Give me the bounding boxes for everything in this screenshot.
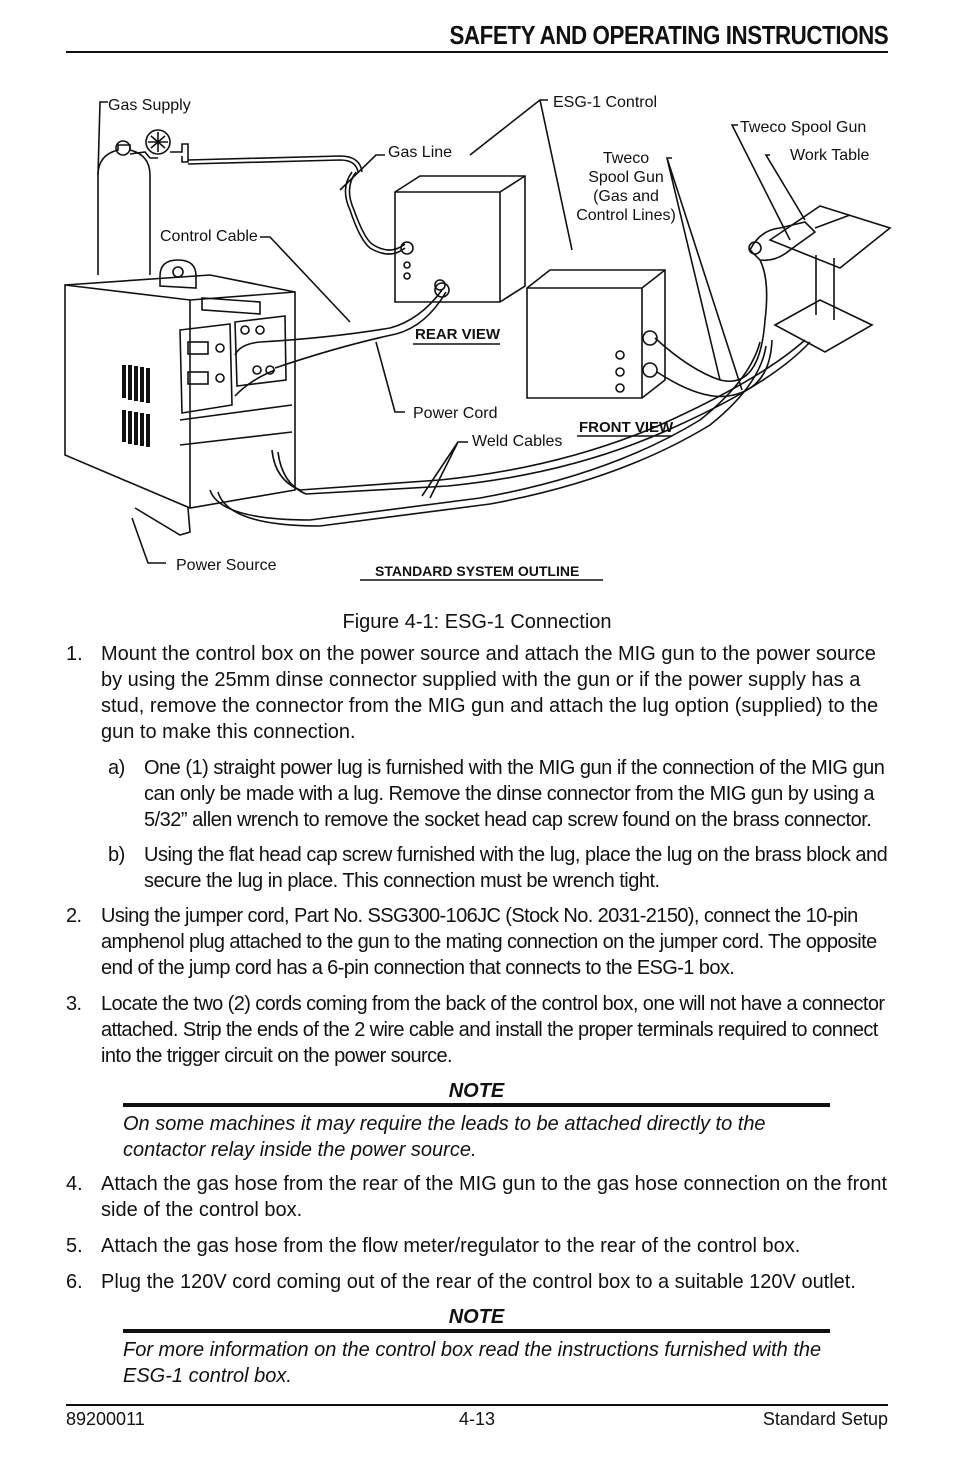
step-number: 4. [66,1173,83,1195]
label-front-view: FRONT VIEW [579,419,674,436]
label-work-table: Work Table [790,147,870,164]
instructions-body: 1. Mount the control box on the power so… [66,641,888,1397]
step-text: One (1) straight power lug is furnished … [144,757,885,831]
footer-rule [66,1404,888,1406]
work-table-drawing [748,205,892,353]
step-number: 2. [66,905,82,927]
label-tweco-lines-2: Spool Gun [588,169,664,186]
step-4: 4. Attach the gas hose from the rear of … [66,1171,888,1223]
step-text: Using the flat head cap screw furnished … [144,844,888,892]
label-gas-supply: Gas Supply [108,97,191,114]
label-rear-view: REAR VIEW [415,326,501,343]
label-control-cable: Control Cable [160,228,258,245]
step-text: Plug the 120V cord coming out of the rea… [101,1271,856,1293]
control-box-rear-drawing [394,175,526,303]
note-text: For more information on the control box … [123,1339,822,1387]
esg-connection-diagram: Gas Supply ESG-1 Control Tweco Spool Gun… [64,94,892,581]
footer-document-number: 89200011 [66,1409,145,1429]
note-text: On some machines it may require the lead… [123,1113,766,1161]
step-number: 6. [66,1271,83,1293]
header-rule [66,51,888,53]
footer-section-name: Standard Setup [762,1409,888,1429]
label-tweco-spool-gun: Tweco Spool Gun [740,119,866,136]
step-text: Using the jumper cord, Part No. SSG300-1… [101,905,877,979]
label-tweco-lines-1: Tweco [603,150,649,167]
step-text: Locate the two (2) cords coming from the… [101,993,885,1067]
step-text: Mount the control box on the power sourc… [101,643,879,743]
step-3: 3. Locate the two (2) cords coming from … [66,991,888,1069]
step-number: 3. [66,993,82,1015]
label-standard-system-outline: STANDARD SYSTEM OUTLINE [375,563,579,579]
step-1: 1. Mount the control box on the power so… [66,641,888,745]
label-power-source: Power Source [176,557,277,574]
label-gas-line: Gas Line [388,144,452,161]
note-heading: NOTE [123,1079,830,1107]
step-6: 6. Plug the 120V cord coming out of the … [66,1269,888,1295]
footer-page-number: 4-13 [458,1409,496,1429]
step-2: 2. Using the jumper cord, Part No. SSG30… [66,903,888,981]
step-1a: a) One (1) straight power lug is furnish… [66,755,888,833]
figure-caption: Figure 4-1: ESG-1 Connection [342,611,612,633]
step-5: 5. Attach the gas hose from the flow met… [66,1233,888,1259]
label-power-cord: Power Cord [413,405,497,422]
label-weld-cables: Weld Cables [472,433,562,450]
step-number: 1. [66,643,83,665]
gas-cylinder-drawing [97,129,363,275]
step-text: Attach the gas hose from the rear of the… [101,1173,888,1221]
step-number: b) [108,844,125,866]
step-1b: b) Using the flat head cap screw furnish… [66,842,888,894]
note-1: NOTE On some machines it may require the… [123,1079,830,1163]
label-tweco-lines-4: Control Lines) [576,207,676,224]
label-tweco-lines-3: (Gas and [593,188,659,205]
page-header-title: SAFETY AND OPERATING INSTRUCTIONS [449,20,888,50]
note-heading: NOTE [123,1305,830,1333]
control-box-front-drawing [526,269,666,399]
step-number: 5. [66,1235,83,1257]
power-source-drawing [64,259,296,536]
step-text: Attach the gas hose from the flow meter/… [101,1235,801,1257]
note-2: NOTE For more information on the control… [123,1305,830,1389]
label-esg-control: ESG-1 Control [553,94,657,111]
step-number: a) [108,757,125,779]
